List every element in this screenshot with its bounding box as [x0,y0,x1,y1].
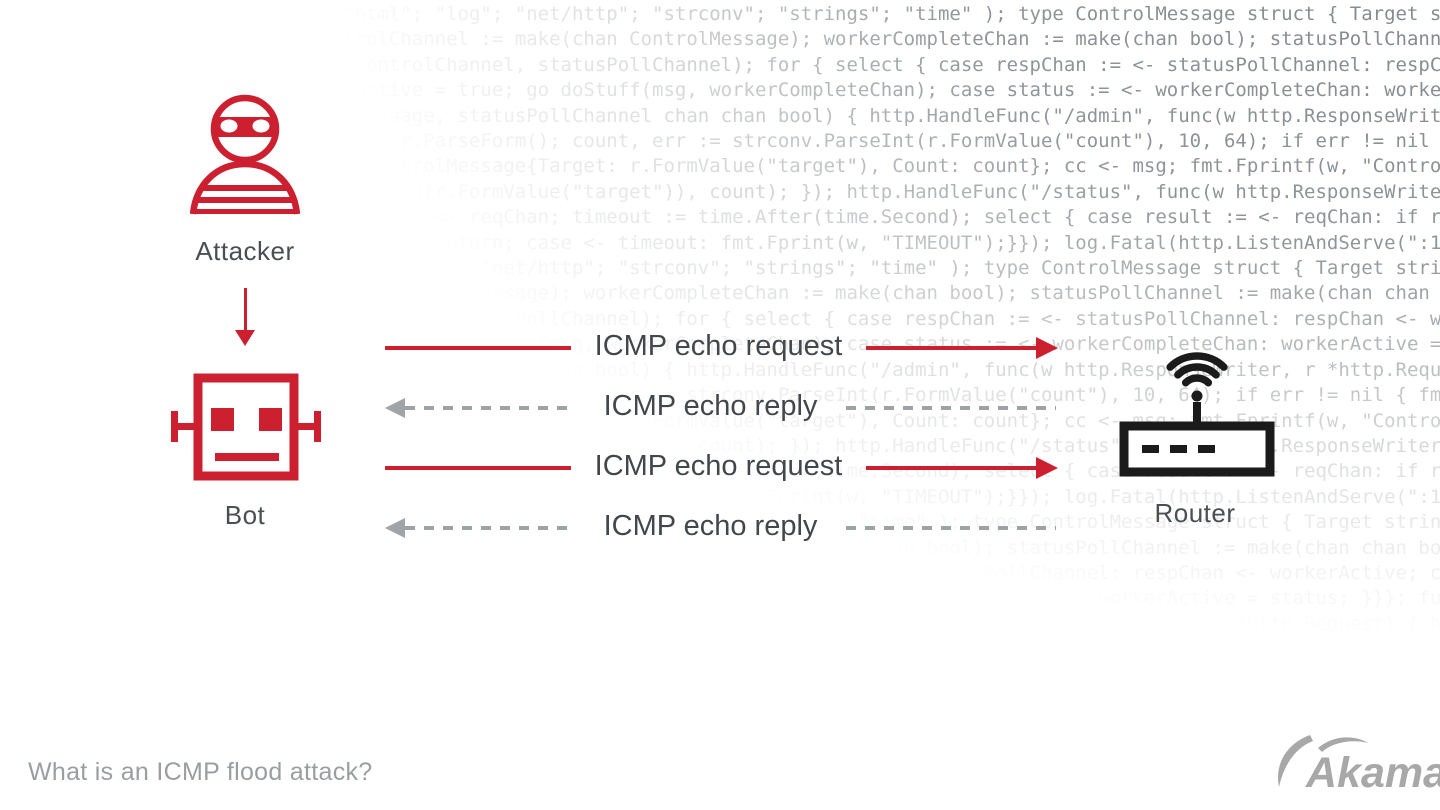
reply-line-left [405,526,575,530]
robot-icon [171,373,321,481]
akamai-logo: Akamai [1277,735,1440,797]
burglar-icon [190,94,300,215]
right-arrowhead-icon [1036,457,1058,479]
attacker-to-bot-arrowhead [235,330,255,346]
flow-label-reply-1: ICMP echo reply [603,390,818,422]
flow-label-request-2: ICMP echo request [594,450,843,482]
router-label: Router [1154,498,1236,528]
page-caption: What is an ICMP flood attack? [28,758,373,786]
request-line-left [385,346,571,350]
bot-label: Bot [224,500,266,530]
flow-label-request-1: ICMP echo request [594,330,843,362]
left-arrowhead-icon [385,518,405,538]
attacker-to-bot-arrow [244,288,247,334]
reply-line-right [846,406,1056,410]
right-arrowhead-icon [1036,337,1058,359]
reply-line-left [405,406,575,410]
request-line-right [866,466,1036,470]
router-wifi-icon [1119,352,1275,477]
akamai-logo-text: Akamai [1305,749,1440,797]
left-arrowhead-icon [385,398,405,418]
attacker-label: Attacker [195,236,295,266]
request-line-left [385,466,571,470]
flow-label-reply-2: ICMP echo reply [603,510,818,542]
reply-line-right [846,526,1056,530]
request-line-right [866,346,1036,350]
